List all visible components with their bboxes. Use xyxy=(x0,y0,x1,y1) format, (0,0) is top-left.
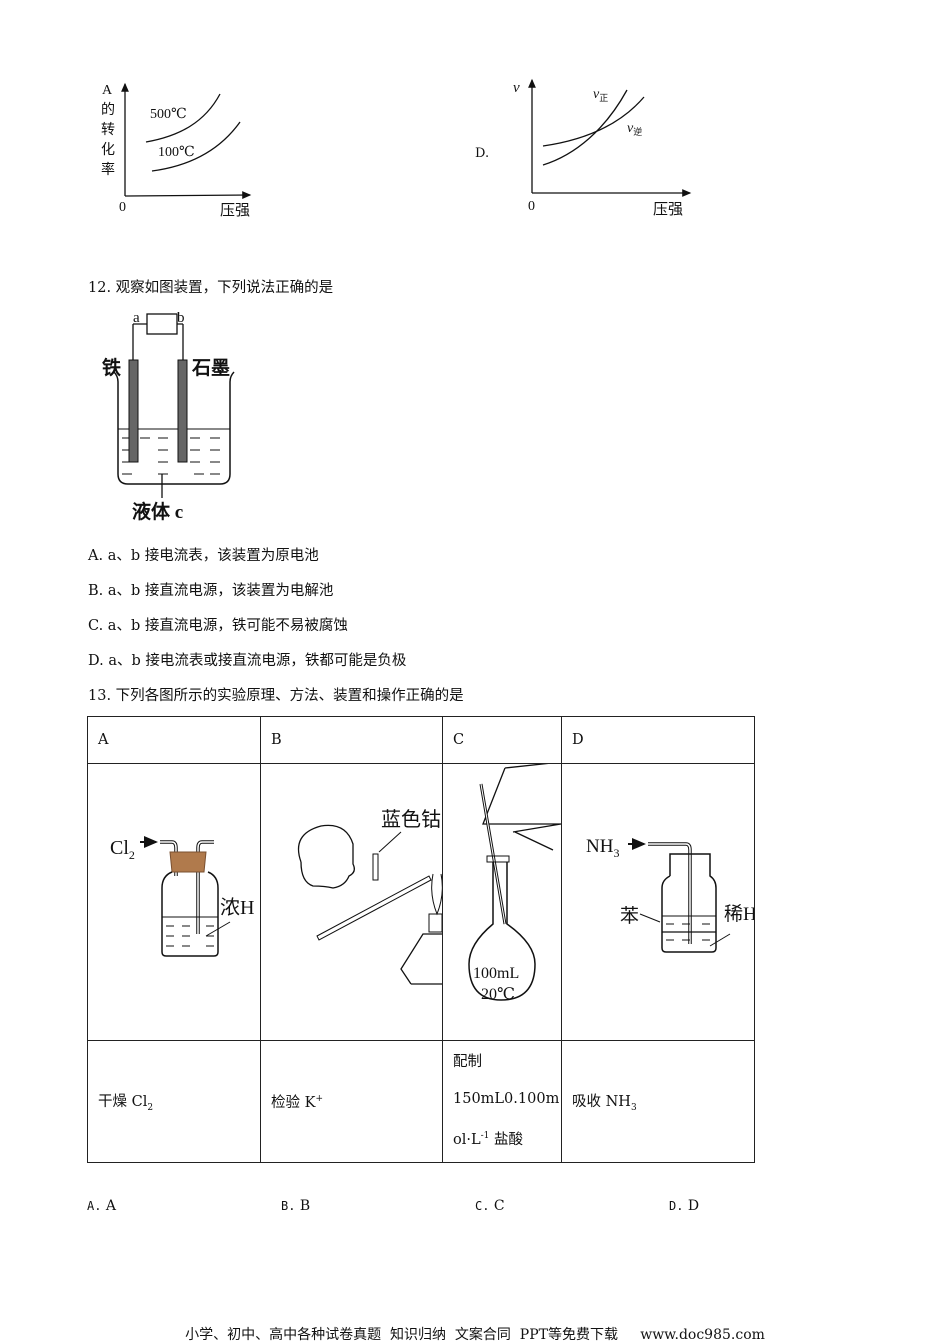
origin-label: 0 xyxy=(119,200,126,215)
q12-stem: 12. 观察如图装置，下列说法正确的是 xyxy=(88,280,334,296)
curve-500c xyxy=(145,93,221,143)
y-label-5: 率 xyxy=(101,161,115,178)
label-v-forward: v正 xyxy=(593,87,608,103)
label-100c: 100℃ xyxy=(158,145,195,160)
y-label-1: A xyxy=(102,83,113,98)
stopper xyxy=(169,851,207,873)
q13-answer-b: B. B xyxy=(281,1198,311,1214)
curve-reverse xyxy=(542,96,645,147)
y-label: v xyxy=(513,80,520,96)
q13-answer-a: A. A xyxy=(87,1198,117,1214)
origin-label: 0 xyxy=(528,199,535,214)
conc-h-label: 浓H xyxy=(220,896,254,919)
observer-head xyxy=(297,824,355,889)
iron-electrode xyxy=(128,359,139,463)
figure-d-cell: NH3 苯 稀H xyxy=(561,763,755,1041)
option-d-label: D. xyxy=(475,146,490,161)
q13-table: A B C D Cl2 浓H 蓝色钴 xyxy=(87,716,755,1163)
footer-text: 小学、初中、高中各种试卷真题 知识归纳 文案合同 PPT等免费下载 www.do… xyxy=(185,1327,765,1343)
conversion-vs-pressure-graph: A 的 转 化 率 500℃ 100℃ 0 压强 xyxy=(101,82,252,219)
gas-washing-bottle-figure: Cl2 浓H xyxy=(110,836,254,957)
cobalt-glass-label: 蓝色钴 xyxy=(381,808,441,831)
x-axis xyxy=(124,191,252,199)
liquid-label: 液体 c xyxy=(132,500,183,523)
q12-option-c: C. a、b 接直流电源，铁可能不易被腐蚀 xyxy=(88,618,348,634)
desc-a: 干燥 Cl2 xyxy=(87,1040,261,1163)
benzene-label: 苯 xyxy=(620,905,639,927)
header-a: A xyxy=(87,716,261,764)
q13-answer-d: D. D xyxy=(669,1198,700,1214)
q12-option-b: B. a、b 接直流电源，该装置为电解池 xyxy=(88,583,334,599)
nh3-label: NH3 xyxy=(586,836,619,860)
q12-option-d: D. a、b 接电流表或接直流电源，铁都可能是负极 xyxy=(88,653,407,669)
desc-d: 吸收 NH3 xyxy=(561,1040,755,1163)
cl2-label: Cl2 xyxy=(110,837,135,862)
meter-box xyxy=(146,313,178,335)
bottle xyxy=(161,871,219,957)
figure-c-cell: 100mL 20℃ xyxy=(442,763,562,1041)
label-v-reverse: v逆 xyxy=(627,121,642,137)
alcohol-lamp xyxy=(400,933,442,985)
q13-stem: 13. 下列各图所示的实验原理、方法、装置和操作正确的是 xyxy=(88,688,464,704)
rate-vs-pressure-graph: v v正 v逆 0 压强 xyxy=(513,78,692,218)
y-label-4: 化 xyxy=(101,142,115,158)
flask-temp-label: 20℃ xyxy=(481,986,515,1003)
curve-forward xyxy=(542,89,628,166)
figure-b-cell: 蓝色钴 xyxy=(260,763,443,1041)
graphite-label: 石墨 xyxy=(191,357,230,379)
wires xyxy=(132,323,184,360)
terminal-b: b xyxy=(177,310,185,326)
flask-volume-label: 100mL xyxy=(473,965,519,982)
terminal-a: a xyxy=(133,310,140,326)
liquid-dashes xyxy=(122,437,220,475)
curve-100c xyxy=(151,121,241,172)
x-label: 压强 xyxy=(220,202,250,219)
y-label-2: 的 xyxy=(101,102,115,118)
q12-option-a: A. a、b 接电流表，该装置为原电池 xyxy=(88,548,319,564)
header-d: D xyxy=(561,716,755,764)
label-500c: 500℃ xyxy=(150,107,187,122)
figure-a-cell: Cl2 浓H xyxy=(87,763,261,1041)
dilute-h-label: 稀H xyxy=(724,903,754,925)
beaker xyxy=(113,371,235,485)
header-b: B xyxy=(260,716,443,764)
flask xyxy=(468,862,536,1001)
x-label: 压强 xyxy=(653,201,683,218)
graphite-electrode xyxy=(177,359,188,463)
electrochemical-cell-figure: a b 铁 石墨 液体 c xyxy=(102,310,235,523)
y-label-3: 转 xyxy=(101,122,115,138)
header-c: C xyxy=(442,716,562,764)
bottle xyxy=(661,853,717,953)
flame-test-figure: 蓝色钴 xyxy=(297,808,442,985)
desc-b: 检验 K+ xyxy=(260,1040,443,1163)
iron-label: 铁 xyxy=(102,356,121,379)
volumetric-flask-figure: 100mL 20℃ xyxy=(468,764,561,1003)
ammonia-absorption-figure: NH3 苯 稀H xyxy=(586,836,754,953)
q13-answer-c: C. C xyxy=(475,1198,505,1214)
